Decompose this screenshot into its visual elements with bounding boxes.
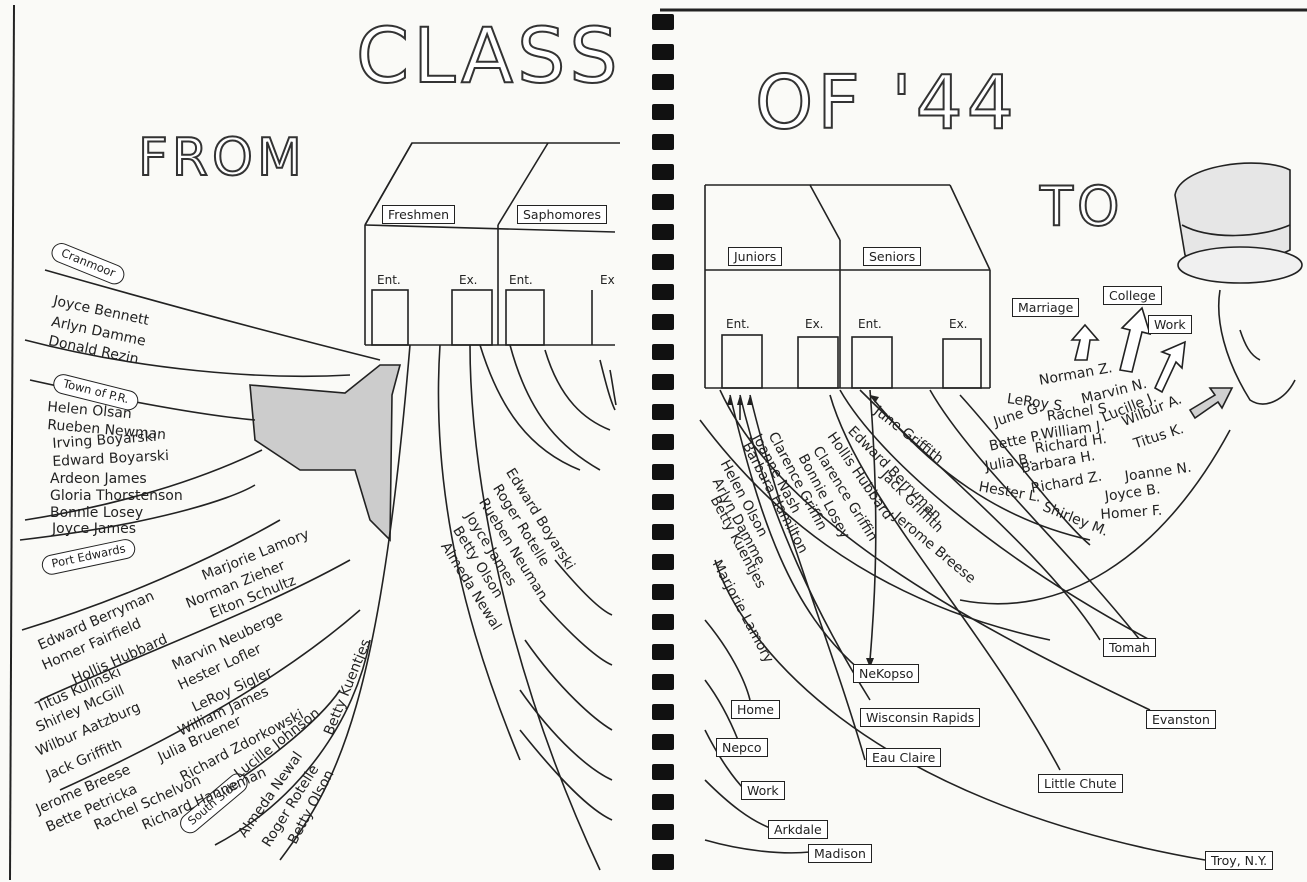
student-name: Gloria Thorstenson	[50, 488, 183, 504]
future-marriage: Marriage	[1012, 298, 1080, 317]
title-to: TO	[1039, 175, 1124, 238]
tab-freshmen: Freshmen	[382, 205, 456, 224]
big-arrow-shape	[249, 364, 402, 542]
door-label: Ex.	[805, 317, 824, 331]
destination-arkdale: Arkdale	[768, 820, 828, 839]
arrow-college	[1119, 306, 1152, 373]
door-label: Ex	[600, 273, 615, 287]
destination-troy-ny: Troy, N.Y.	[1205, 851, 1274, 870]
door-label: Ent.	[726, 317, 750, 331]
door-label: Ex.	[949, 317, 968, 331]
student-name: Bonnie Losey	[50, 505, 144, 521]
destination-home: Home	[731, 700, 780, 719]
student-name: Homer F.	[1099, 502, 1163, 523]
tab-juniors: Juniors	[728, 247, 783, 266]
student-name: Ardeon James	[50, 471, 147, 487]
arrowheads	[727, 395, 879, 668]
destination-work: Work	[741, 781, 785, 800]
destination-tomah: Tomah	[1103, 638, 1156, 657]
future-college: College	[1103, 286, 1162, 305]
destination-nekopso: NeKopso	[853, 664, 920, 683]
destination-madison: Madison	[808, 844, 872, 863]
tab-seniors: Seniors	[863, 247, 922, 266]
tab-saphomores: Saphomores	[517, 205, 607, 224]
uncle-sam-drawing	[1174, 162, 1303, 405]
arrow-marriage	[1070, 323, 1100, 361]
left-page-edge	[9, 4, 15, 881]
title-class: CLASS	[355, 11, 622, 100]
door-label: Ent.	[377, 273, 401, 287]
title-from: FROM	[137, 128, 306, 188]
arrow-to-uncle-sam	[1188, 387, 1234, 420]
destination-evanston: Evanston	[1146, 710, 1216, 729]
future-work: Work	[1148, 315, 1192, 334]
spiral-binding	[650, 0, 676, 882]
arrow-work	[1153, 340, 1186, 394]
destination-wisconsin-rapids: Wisconsin Rapids	[860, 708, 981, 727]
door-label: Ent.	[858, 317, 882, 331]
title-of-44: OF '44	[754, 60, 1018, 146]
right-building	[704, 184, 991, 389]
door-label: Ent.	[509, 273, 533, 287]
student-name: Joyce James	[52, 521, 136, 537]
door-label: Ex.	[459, 273, 478, 287]
destination-nepco: Nepco	[716, 738, 768, 757]
left-building	[364, 142, 620, 346]
destination-little-chute: Little Chute	[1038, 774, 1123, 793]
destination-eau-claire: Eau Claire	[866, 748, 942, 767]
